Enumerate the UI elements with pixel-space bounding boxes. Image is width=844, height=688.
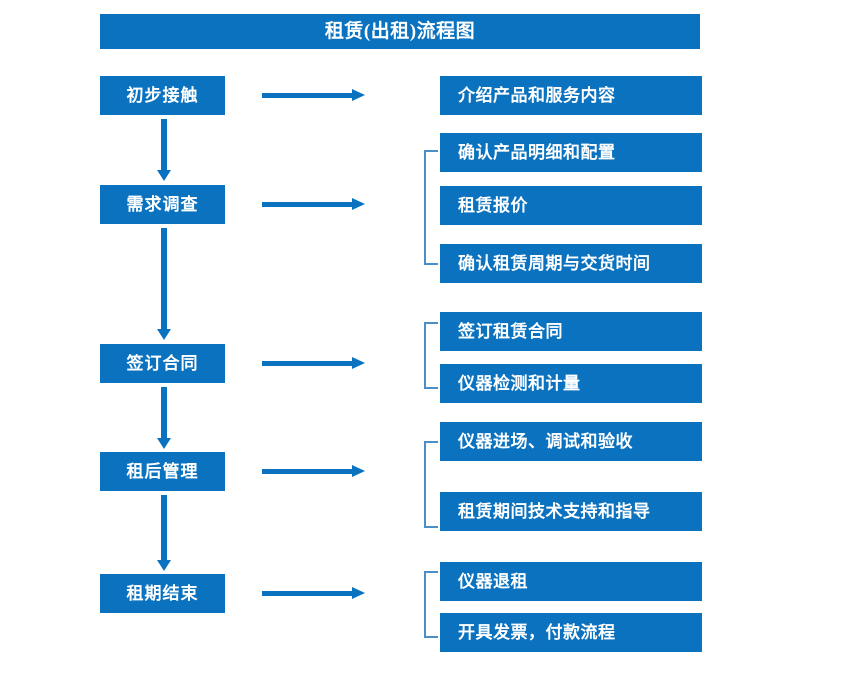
arrow-head — [352, 89, 365, 101]
arrow-shaft — [262, 202, 354, 207]
arrow-head — [157, 170, 171, 181]
arrow-shaft — [262, 469, 354, 474]
stage-box-2[interactable]: 需求调查 — [100, 185, 225, 224]
arrow-head — [352, 587, 365, 599]
detail-box-5-2[interactable]: 开具发票，付款流程 — [440, 613, 702, 652]
arrow-head — [352, 357, 365, 369]
arrow-down-icon-3 — [155, 387, 173, 449]
detail-box-4-1[interactable]: 仪器进场、调试和验收 — [440, 422, 702, 461]
detail-box-1-1[interactable]: 介绍产品和服务内容 — [440, 76, 702, 115]
arrow-shaft — [262, 93, 354, 98]
arrow-head — [157, 560, 171, 571]
detail-box-3-2[interactable]: 仪器检测和计量 — [440, 364, 702, 403]
arrow-head — [157, 438, 171, 449]
arrow-right-icon-3 — [262, 355, 367, 371]
arrow-right-icon-2 — [262, 196, 367, 212]
arrow-right-icon-4 — [262, 463, 367, 479]
detail-box-2-2[interactable]: 租赁报价 — [440, 186, 702, 225]
group-bracket-icon-3 — [424, 322, 438, 389]
arrow-shaft — [262, 361, 354, 366]
arrow-shaft — [161, 119, 167, 170]
detail-box-4-2[interactable]: 租赁期间技术支持和指导 — [440, 492, 702, 531]
detail-box-2-3[interactable]: 确认租赁周期与交货时间 — [440, 244, 702, 283]
detail-box-2-1[interactable]: 确认产品明细和配置 — [440, 133, 702, 172]
arrow-shaft — [161, 228, 167, 329]
arrow-shaft — [262, 591, 354, 596]
arrow-head — [352, 465, 365, 477]
arrow-head — [352, 198, 365, 210]
group-bracket-icon-2 — [424, 150, 438, 265]
arrow-head — [157, 329, 171, 340]
arrow-shaft — [161, 387, 167, 438]
arrow-shaft — [161, 495, 167, 560]
arrow-down-icon-2 — [155, 228, 173, 340]
detail-box-5-1[interactable]: 仪器退租 — [440, 562, 702, 601]
stage-box-1[interactable]: 初步接触 — [100, 76, 225, 115]
stage-box-3[interactable]: 签订合同 — [100, 344, 225, 383]
arrow-down-icon-1 — [155, 119, 173, 181]
detail-box-3-1[interactable]: 签订租赁合同 — [440, 312, 702, 351]
group-bracket-icon-4 — [424, 441, 438, 528]
arrow-down-icon-4 — [155, 495, 173, 571]
arrow-right-icon-1 — [262, 87, 367, 103]
stage-box-4[interactable]: 租后管理 — [100, 452, 225, 491]
arrow-right-icon-5 — [262, 585, 367, 601]
stage-box-5[interactable]: 租期结束 — [100, 574, 225, 613]
page-title: 租赁(出租)流程图 — [100, 14, 700, 49]
group-bracket-icon-5 — [424, 571, 438, 638]
